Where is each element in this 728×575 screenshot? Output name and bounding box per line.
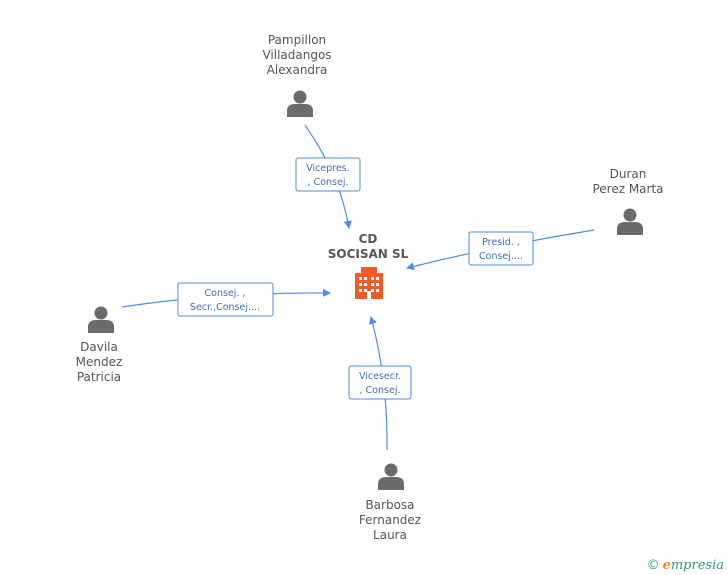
person-name-line: Laura <box>373 528 407 542</box>
brand-logo-text: mpresia <box>670 558 724 573</box>
company-node[interactable]: CD SOCISAN SL <box>328 232 409 299</box>
brand-footer: ©empresia <box>647 558 724 573</box>
company-name-line1: CD <box>359 232 378 246</box>
person-node-duran[interactable]: Duran Perez Marta <box>592 167 664 235</box>
person-name-line: Mendez <box>76 355 123 369</box>
person-icon <box>287 90 313 117</box>
person-name-line: Duran <box>610 167 647 181</box>
person-name-line: Davila <box>80 340 118 354</box>
role-line: , Consej. <box>308 177 349 188</box>
role-line: Secr.,Consej.... <box>190 302 260 313</box>
person-name-line: Alexandra <box>267 63 328 77</box>
person-icon <box>88 306 114 333</box>
role-line: Consej. , <box>205 288 246 299</box>
role-line: Vicesecr. <box>359 371 401 382</box>
person-name-line: Barbosa <box>365 498 414 512</box>
role-label-barbosa[interactable]: Vicesecr. , Consej. <box>348 365 412 400</box>
person-name-line: Fernandez <box>359 513 421 527</box>
brand-logo-e: e <box>662 558 671 573</box>
role-label-pampillon[interactable]: Vicepres. , Consej. <box>295 157 361 192</box>
person-name-line: Perez Marta <box>592 182 663 196</box>
person-name-line: Villadangos <box>262 48 331 62</box>
role-line: Vicepres. <box>306 163 350 174</box>
person-node-davila[interactable]: Davila Mendez Patricia <box>76 306 123 385</box>
person-node-barbosa[interactable]: Barbosa Fernandez Laura <box>359 463 421 543</box>
person-icon <box>378 463 404 490</box>
person-node-pampillon[interactable]: Pampillon Villadangos Alexandra <box>262 33 332 117</box>
person-icon <box>617 208 643 235</box>
company-name-line2: SOCISAN SL <box>328 247 409 261</box>
role-line: Consej.... <box>479 251 523 262</box>
building-icon <box>355 267 383 299</box>
role-line: , Consej. <box>360 385 401 396</box>
role-line: Presid. , <box>482 237 520 248</box>
person-name-line: Patricia <box>77 370 121 384</box>
person-name-line: Pampillon <box>268 33 326 47</box>
role-label-duran[interactable]: Presid. , Consej.... <box>468 231 534 266</box>
copyright-symbol: © <box>646 558 660 573</box>
role-label-davila[interactable]: Consej. , Secr.,Consej.... <box>177 282 274 317</box>
